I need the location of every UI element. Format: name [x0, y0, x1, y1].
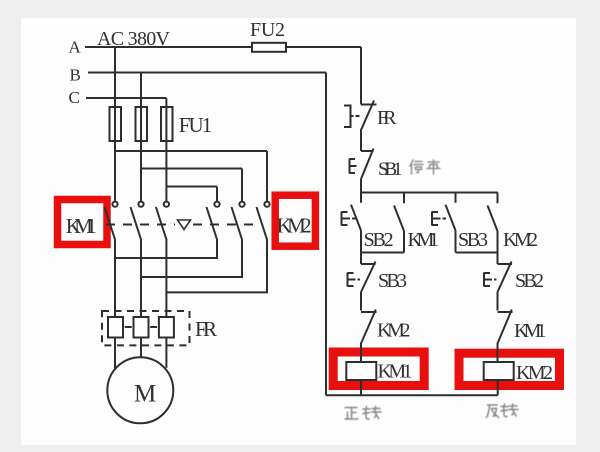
svg-text:A: A: [69, 38, 82, 57]
svg-text:SB2: SB2: [515, 270, 544, 292]
svg-text:KM2: KM2: [277, 214, 312, 238]
svg-text:FR: FR: [195, 317, 217, 341]
svg-text:M: M: [134, 381, 156, 408]
svg-text:C: C: [69, 88, 80, 107]
svg-text:KM2: KM2: [516, 362, 553, 384]
svg-text:SB1: SB1: [378, 159, 403, 180]
svg-text:KM1: KM1: [514, 320, 547, 342]
svg-text:SB2: SB2: [364, 229, 394, 251]
svg-text:KM1: KM1: [408, 229, 440, 251]
svg-text:AC 380V: AC 380V: [97, 28, 171, 50]
svg-text:KM2: KM2: [503, 229, 538, 251]
svg-text:FR: FR: [377, 107, 397, 129]
svg-text:FU1: FU1: [179, 113, 213, 137]
svg-text:KM1: KM1: [378, 361, 413, 383]
svg-text:B: B: [70, 66, 81, 85]
svg-text:SB3: SB3: [378, 270, 407, 292]
svg-text:KM1: KM1: [66, 214, 97, 238]
svg-text:SB3: SB3: [458, 229, 488, 251]
svg-text:FU2: FU2: [250, 19, 285, 41]
svg-text:KM2: KM2: [377, 320, 411, 342]
